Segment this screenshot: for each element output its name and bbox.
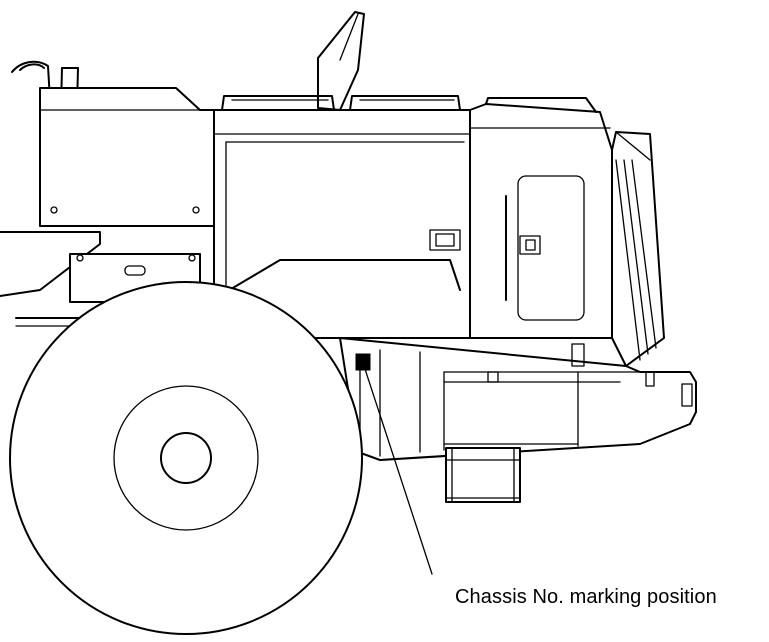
chassis-number-marking-position-label: Chassis No. marking position (455, 586, 717, 608)
exhaust-stack (317, 11, 365, 111)
front-tire (9, 281, 363, 635)
chassis-frame (339, 337, 697, 461)
rear-grille (611, 131, 665, 367)
rear-hood (469, 97, 613, 339)
access-step (445, 447, 521, 503)
callout-leader-line (363, 365, 433, 575)
